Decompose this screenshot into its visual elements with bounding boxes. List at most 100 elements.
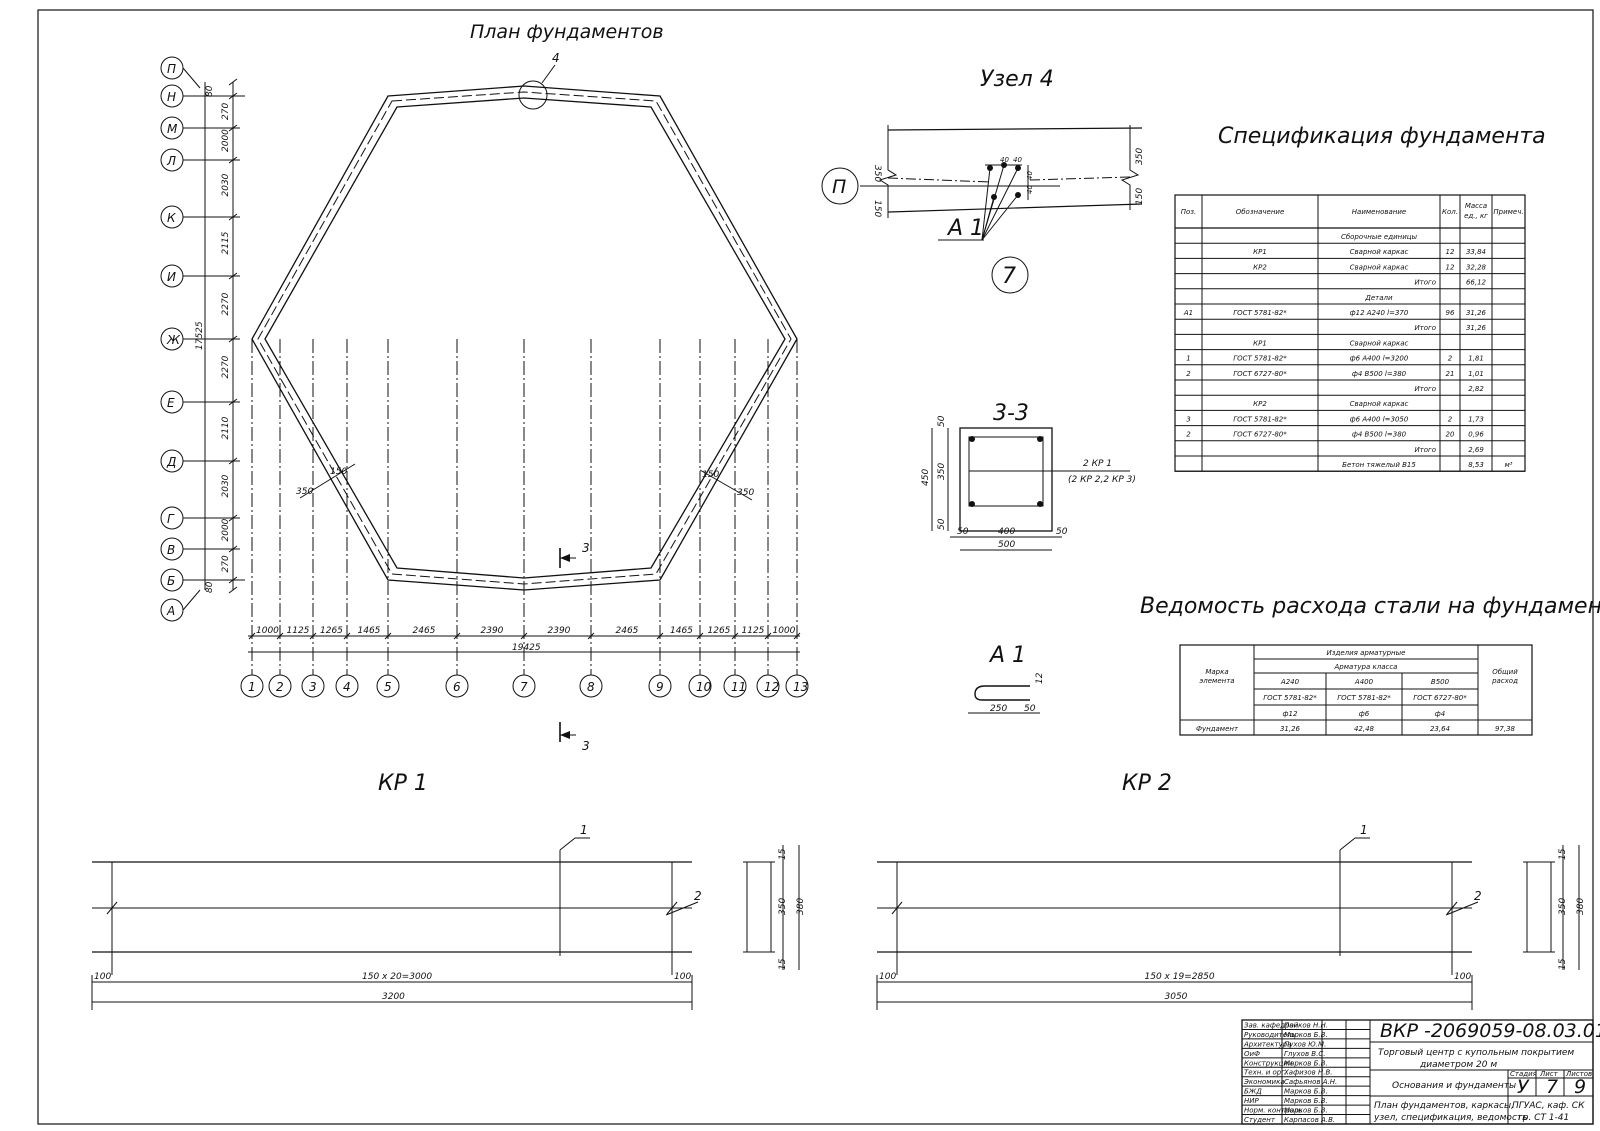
kp-pos1-leader [1339,837,1356,851]
stamp-role: Норм. контроль [1244,1107,1302,1115]
section-label-bottom: 3 [582,739,590,753]
col-dim-tick [309,632,317,640]
kp-pos1-label: 1 [1360,823,1368,837]
col-dim-tick [793,632,801,640]
spec-cell: Сварной каркас [1350,248,1409,256]
kp-end-left: 100 [879,972,896,982]
row-axis-label: М [167,122,178,136]
node-leader [981,194,1019,241]
steel-diam: ф6 [1359,710,1370,718]
kp-end-right: 100 [674,972,691,982]
spec-cell: Детали [1364,294,1393,302]
steel-cell: 97,38 [1495,725,1516,733]
steel-gost: ГОСТ 6727-80* [1413,694,1467,702]
col-dim-tick [343,632,351,640]
spec-cell: 31,26 [1466,324,1487,332]
kp-pos1-label: 1 [580,823,588,837]
spec-header: Поз. [1181,208,1197,216]
foundation-ring [251,85,798,591]
row-axis-label: Б [167,574,175,588]
node-dim-150-left: 150 [872,200,882,217]
kp-pos2-leader [1445,901,1479,916]
kp-side-total: 380 [1576,898,1586,915]
kp-side-edge-bottom: 15 [778,958,788,970]
spec-cell: ф4 В500 l=380 [1352,370,1407,378]
row-dim-text: 2110 [221,416,231,439]
spec-header: Кол. [1442,208,1458,216]
kp-side-edge-top: 15 [778,848,788,860]
a1-title: А 1 [988,643,1026,668]
node-dim-350-left: 350 [872,165,882,182]
spec-cell: 31,26 [1466,309,1487,317]
col-dim-text: 1265 [320,626,343,636]
row-axis-label: К [167,211,176,225]
steel-group2: Арматура класса [1334,663,1398,671]
row-dim-tick [228,398,238,406]
node-4-marker [518,80,548,110]
row-dim-text: 2270 [221,292,231,315]
kp-tick [106,901,118,915]
steel-class: А240 [1280,678,1300,686]
kp-side-inner: 350 [1558,898,1568,915]
stamp-name: Глухов В.С. [1284,1050,1325,1058]
spec-cell: 3 [1186,415,1190,423]
col-dim-tick [656,632,664,640]
row-dim-text: 80 [205,581,215,593]
spec-cell: Итого [1414,446,1436,454]
stamp-role: Руководитель [1244,1031,1296,1039]
steel-cell: 31,26 [1280,725,1301,733]
node-dim-40a: 40 [1000,156,1009,164]
stamp-role: НИР [1244,1097,1260,1105]
steel-mark-header: Марка [1205,668,1228,676]
section-arrowhead-bottom [560,731,570,739]
col-axis-label: 10 [696,680,712,694]
spec-cell: ГОСТ 5781-82* [1233,309,1287,317]
col-dim-tick [453,632,461,640]
row-dim-tick [228,78,238,86]
node-leader [981,167,991,241]
node-axis-label: П [832,176,846,198]
node-dim-150-right: 150 [1135,188,1145,205]
stamp-name: Хафизов Н.В. [1283,1069,1333,1077]
row-dim-tick [228,272,238,280]
col-axis-label: 2 [276,680,284,694]
col-dim-tick [731,632,739,640]
stamp-sheet-h: Лист [1539,1070,1559,1078]
section-3-3: 3-3 2 КР 1 (2 КР 2,2 КР 3) 50 350 50 450… [921,401,1136,551]
spec-cell: 1 [1186,355,1190,363]
stamp-sheet: 7 [1546,1076,1558,1098]
section-dim-50-top: 50 [937,415,947,427]
col-dim-text: 1000 [256,626,279,636]
callout-a1: А 1 [946,216,984,241]
stamp-group: гр. СТ 1-41 [1518,1113,1569,1123]
spec-cell: КР2 [1253,400,1267,408]
sheet-frame [37,9,1594,1125]
row-axis-label: П [167,62,176,76]
section-bar-2 [1037,436,1043,442]
section-dim-350: 350 [937,463,947,480]
row-dim-tick [228,576,238,584]
node-leader [981,196,995,241]
row-dim-tick [228,586,238,594]
kp-side-inner: 350 [778,898,788,915]
col-dim-text: 2465 [413,626,436,636]
kp-tick [666,901,678,915]
node-top-edge [887,127,1143,131]
col-axis-label: 8 [587,680,595,694]
col-dim-tick [276,632,284,640]
node-bars [981,162,1029,241]
steel-diam: ф12 [1283,710,1298,718]
spec-cell: Сварной каркас [1350,400,1409,408]
spec-cell: ГОСТ 5781-82* [1233,355,1287,363]
col-dim-tick [764,632,772,640]
spec-cell: ГОСТ 5781-82* [1233,415,1287,423]
kp-side-total: 380 [796,898,806,915]
stamp-stage: У [1517,1076,1530,1098]
row-dim-text: 270 [221,555,231,572]
section-label-top: 3 [582,541,590,555]
wall-dim-text: 150 [330,467,347,477]
node-dim-350-right: 350 [1135,148,1145,165]
